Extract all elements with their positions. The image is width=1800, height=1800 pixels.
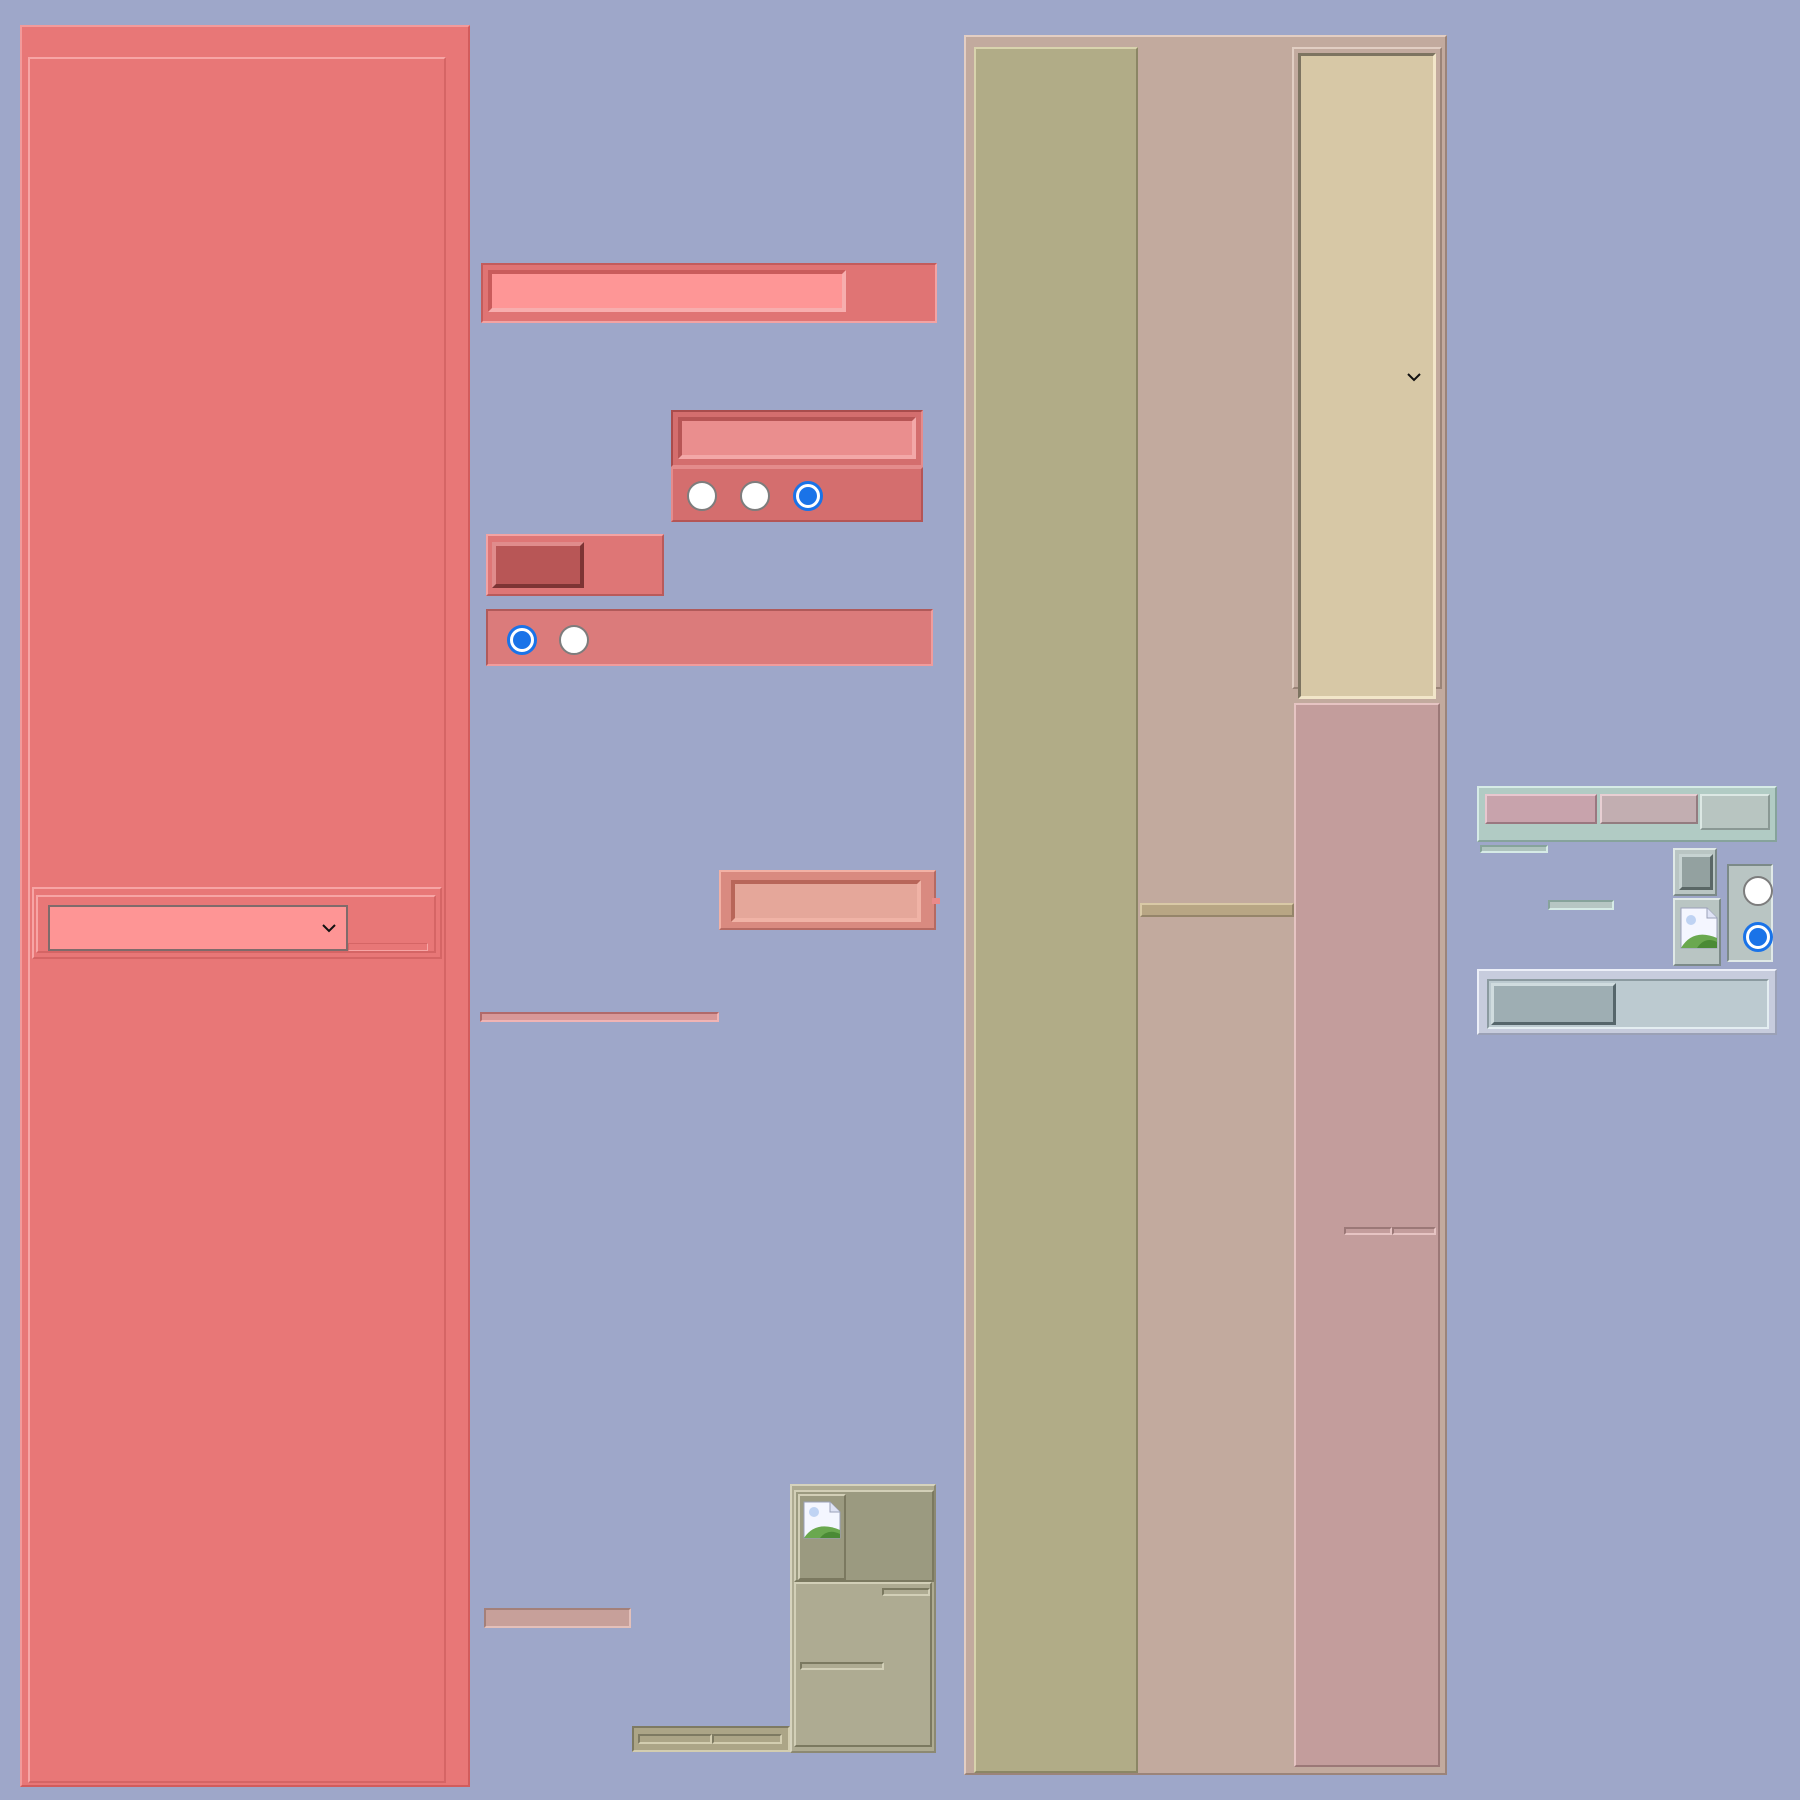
taupe-frame <box>964 35 1447 1775</box>
mint-radio-option-1[interactable] <box>1743 876 1773 906</box>
chevron-down-icon <box>1407 373 1421 382</box>
radio-b-option-2[interactable] <box>559 625 589 655</box>
text-field-container-top <box>481 263 937 323</box>
radio-group-b <box>486 609 933 666</box>
red-select-underline <box>348 943 428 951</box>
radio-b-option-1-selected[interactable] <box>507 625 537 655</box>
mint-tab-2[interactable] <box>1600 794 1698 824</box>
radio-a-option-1[interactable] <box>687 481 717 511</box>
left-red-panel <box>20 25 470 1787</box>
text-field-mid[interactable] <box>678 417 916 459</box>
olive-column <box>974 47 1138 1773</box>
image-thumb-frame <box>798 1494 846 1580</box>
mint-image-frame <box>1673 898 1721 966</box>
olive-tab-2 <box>712 1734 782 1744</box>
mint-tab-panel <box>1477 786 1777 842</box>
lavender-panel <box>1477 969 1777 1035</box>
dark-red-button[interactable] <box>492 542 584 588</box>
tan-bar <box>484 1608 631 1628</box>
progress-track <box>1487 979 1769 1029</box>
olive-panel-top-section <box>794 1490 934 1582</box>
mint-small-bar-1 <box>1480 845 1548 853</box>
progress-fill <box>1491 983 1617 1025</box>
mint-radio-group <box>1727 864 1773 962</box>
text-field-low[interactable] <box>731 880 921 922</box>
red-select-row <box>32 887 442 959</box>
red-dropdown-select[interactable] <box>48 905 348 951</box>
olive-mini-bar-1 <box>882 1588 930 1596</box>
rose-panel <box>1294 703 1440 1767</box>
red-divider-line <box>480 1012 719 1022</box>
right-column-frame <box>1292 47 1442 699</box>
image-placeholder-icon <box>1680 907 1718 949</box>
olive-panel <box>790 1484 936 1753</box>
image-placeholder-icon <box>803 1501 841 1539</box>
text-field-low-notch <box>932 898 940 904</box>
olive-bottom-tab-strip <box>632 1726 790 1752</box>
mint-small-bar-2 <box>1548 900 1614 910</box>
mint-tab-3[interactable] <box>1700 794 1770 830</box>
text-field-container-mid <box>671 410 923 467</box>
rose-mini-bar-1 <box>1344 1227 1392 1235</box>
radio-a-option-2[interactable] <box>740 481 770 511</box>
rose-mini-bar-2 <box>1392 1227 1436 1235</box>
mint-tab-1[interactable] <box>1485 794 1597 824</box>
button-container <box>486 534 664 596</box>
mint-button-face <box>1679 854 1713 890</box>
radio-group-a <box>671 467 923 522</box>
text-field-container-low <box>719 870 940 930</box>
radio-a-option-3-selected[interactable] <box>793 481 823 511</box>
taupe-column-divider <box>1140 903 1294 917</box>
olive-mini-bar-2 <box>800 1662 884 1670</box>
left-red-inner-frame <box>28 57 446 1783</box>
red-select-row-inner <box>36 895 436 953</box>
sand-dropdown-select[interactable] <box>1298 53 1436 699</box>
chevron-down-icon <box>322 924 336 933</box>
olive-panel-bottom-section <box>794 1582 932 1747</box>
mint-radio-option-2-selected[interactable] <box>1743 922 1773 952</box>
olive-tab-1 <box>638 1734 712 1744</box>
mint-button[interactable] <box>1673 848 1717 896</box>
text-field-top[interactable] <box>488 270 846 312</box>
